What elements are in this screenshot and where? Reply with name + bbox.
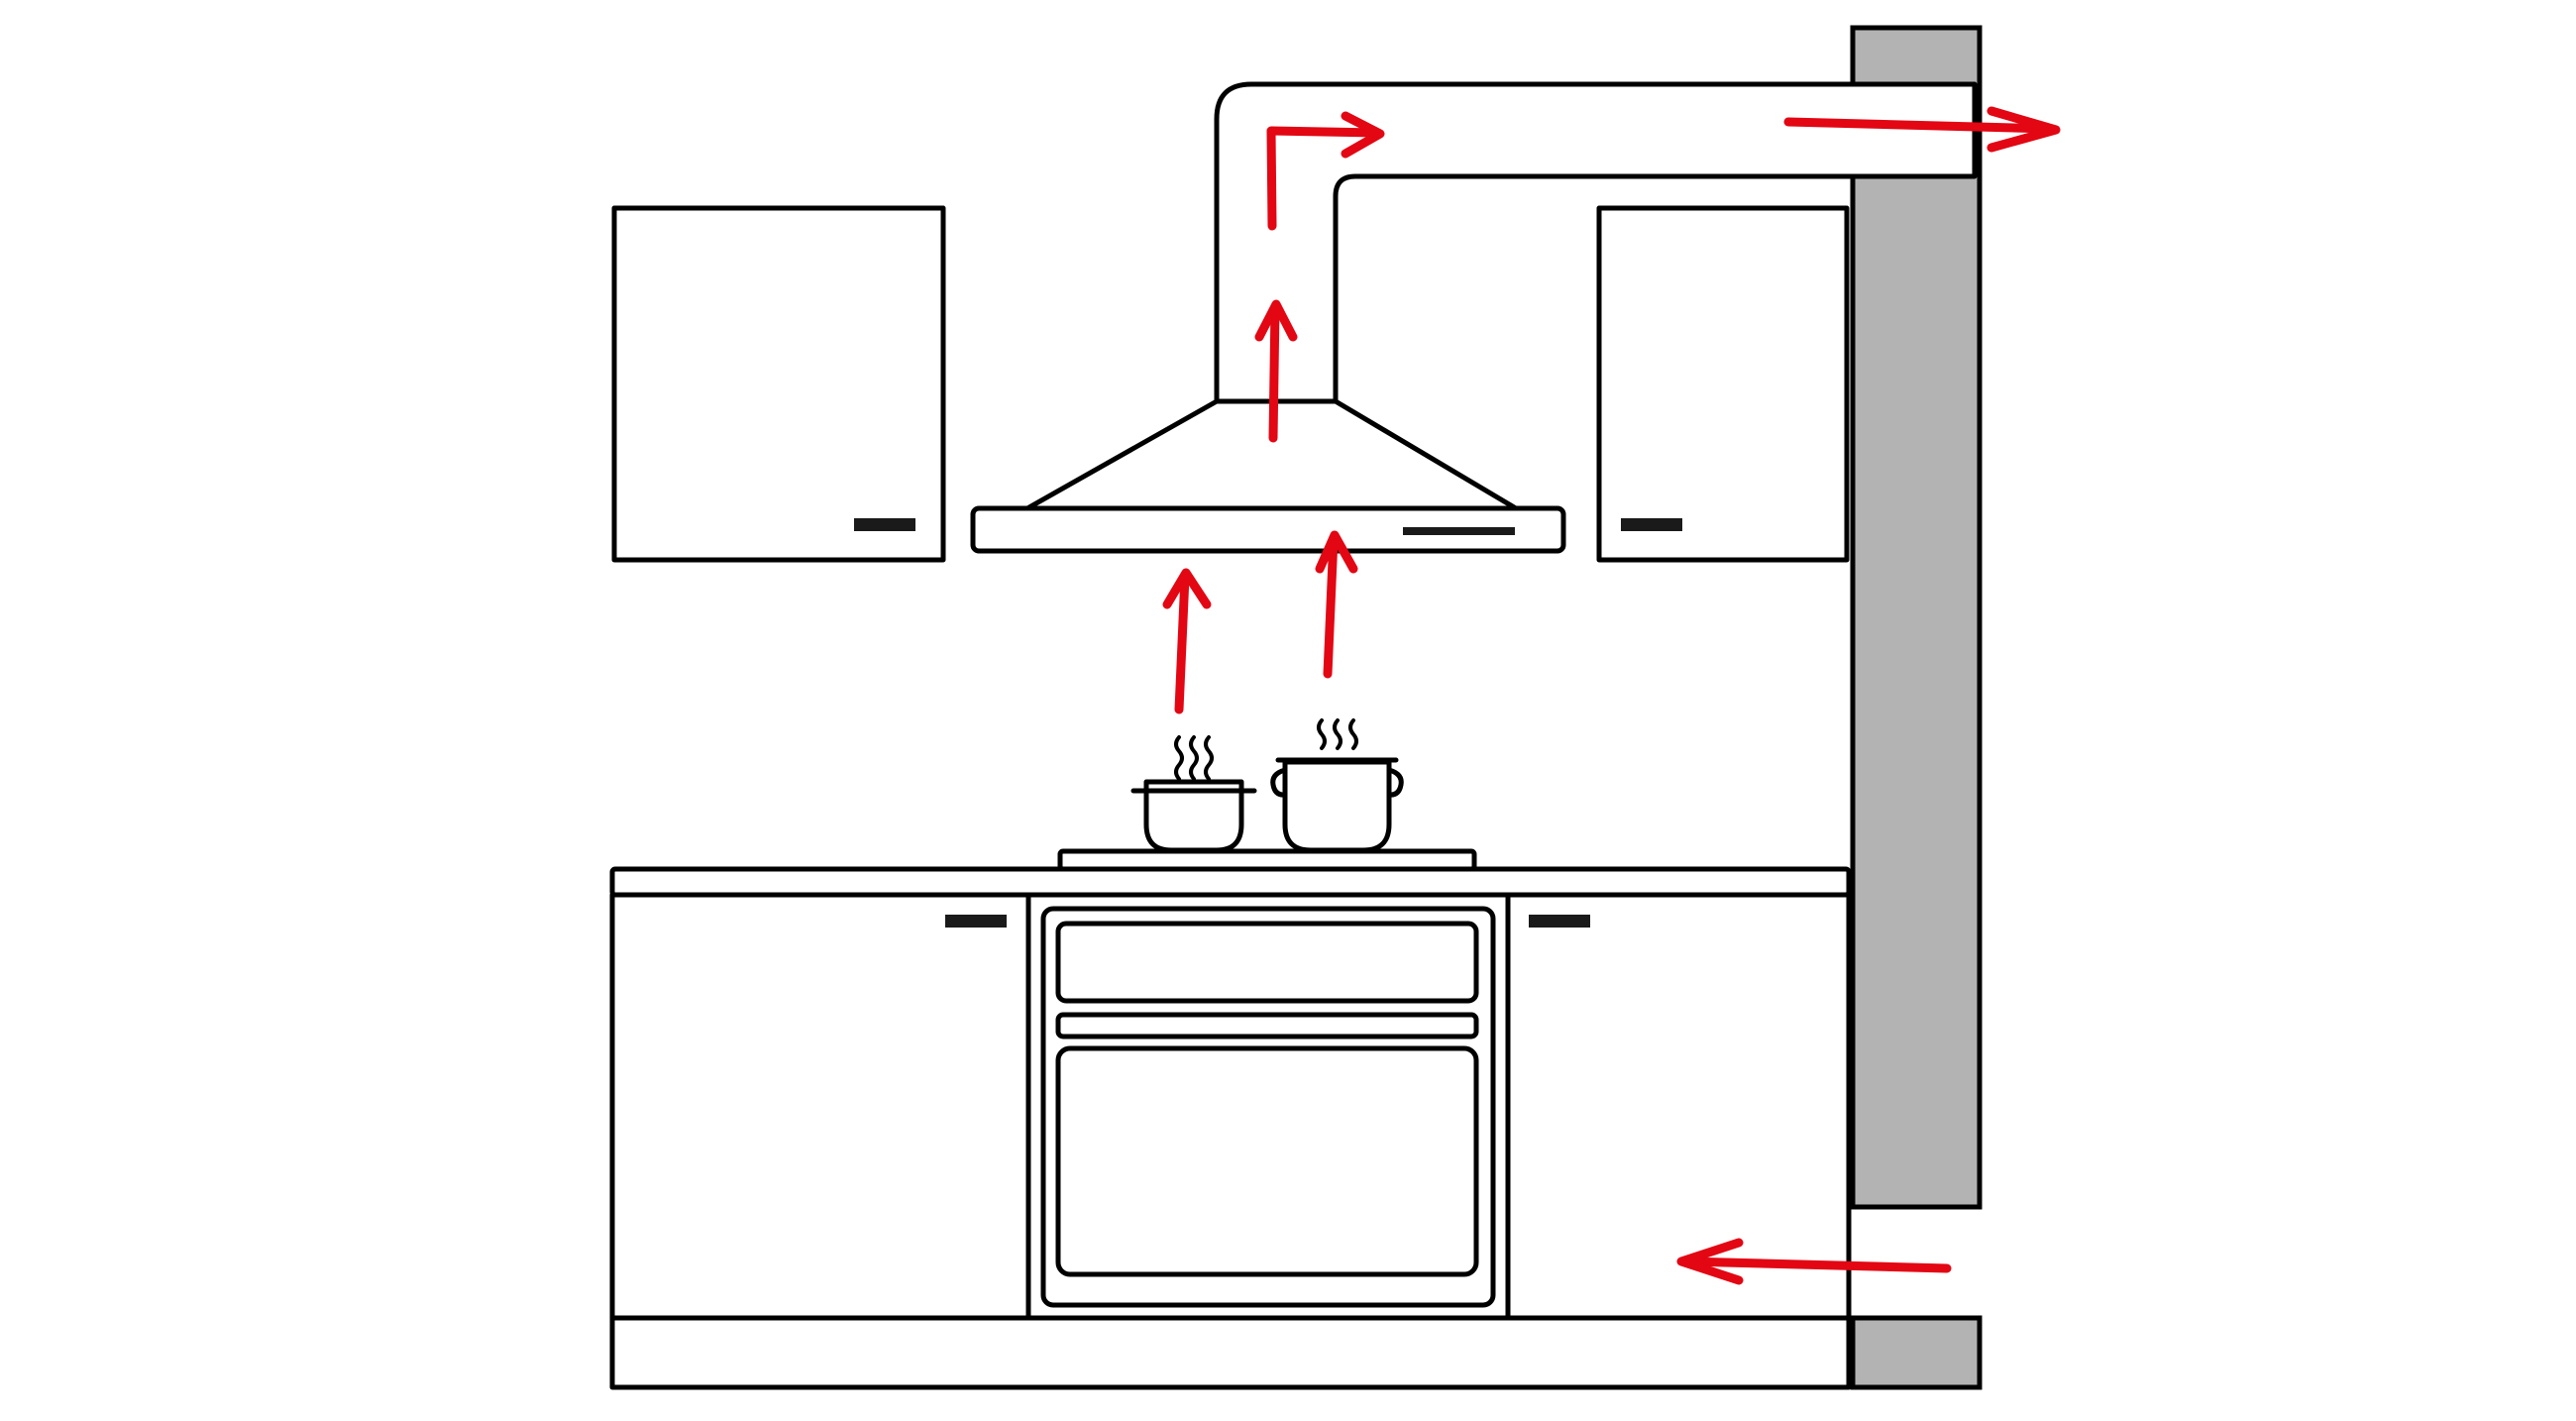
exterior-wall <box>1850 25 1983 1390</box>
wall-cabinet-right <box>1596 205 1850 563</box>
fresh-air-entering-through-wall <box>1676 1238 1952 1285</box>
exterior-wall-upper <box>1850 25 1983 1210</box>
plinth <box>609 1315 1852 1390</box>
exhaust-duct <box>1214 81 1978 404</box>
base-cabinet-left <box>609 892 1031 1321</box>
hood-control-strip <box>1403 527 1515 535</box>
pot-small <box>1130 735 1257 853</box>
chimney-hood <box>970 398 1566 554</box>
airflow-arrows <box>1162 106 2061 1285</box>
air-exhausted-through-wall <box>1783 106 2061 153</box>
wall-cabinet-left-handle <box>854 518 915 531</box>
oven <box>1025 892 1511 1321</box>
pot-large-handle-left <box>1270 767 1288 798</box>
base-cabinet-right <box>1505 892 1852 1321</box>
steam-rising-to-hood-right <box>1315 530 1358 679</box>
air-turning-into-duct <box>1266 111 1385 231</box>
hood-front-panel <box>970 505 1566 554</box>
wall-cabinet-left <box>611 205 946 563</box>
exterior-wall-lower <box>1850 1315 1983 1390</box>
countertop <box>609 866 1852 898</box>
base-cabinet-right-handle <box>1529 915 1590 928</box>
oven-handle-strip <box>1055 1012 1479 1039</box>
wall-cabinet-right-handle <box>1621 518 1682 531</box>
pot-large-handle-right <box>1386 767 1404 798</box>
pot-small-steam <box>1174 735 1214 781</box>
oven-door <box>1055 1045 1479 1277</box>
pot-large-steam <box>1317 718 1358 750</box>
steam-rising-to-hood-left <box>1162 568 1212 714</box>
air-up-hood-chimney <box>1254 299 1298 443</box>
base-cabinet-left-handle <box>945 915 1007 928</box>
oven-control-panel <box>1055 921 1479 1004</box>
pot-large <box>1270 718 1404 853</box>
cooktop <box>1057 848 1477 872</box>
